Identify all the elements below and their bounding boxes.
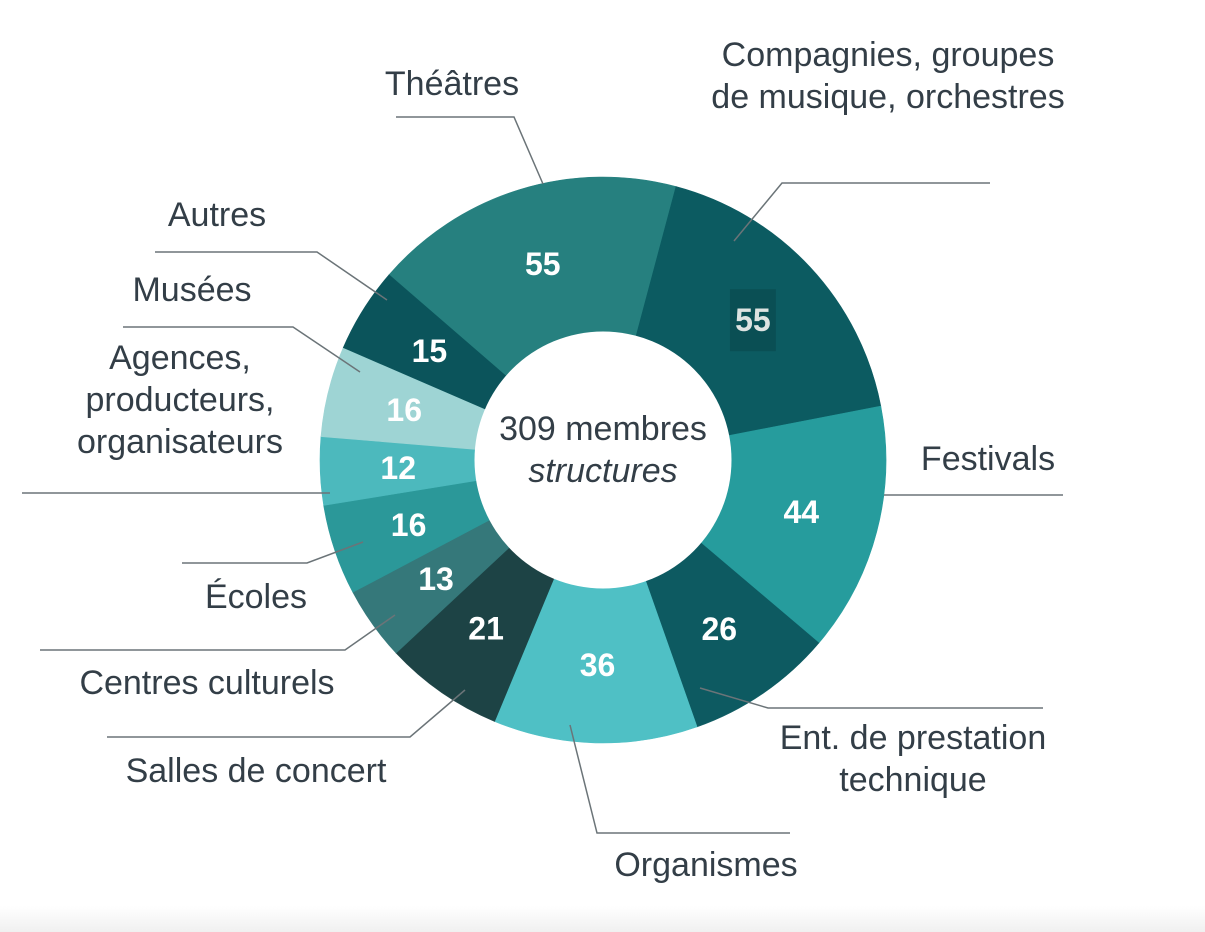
value-label-theatres: 55 <box>525 246 561 282</box>
donut-hole <box>474 331 732 589</box>
label-compagnies-line1: Compagnies, groupes <box>722 36 1055 74</box>
center-structures-label: structures <box>528 452 677 490</box>
value-label-compagnies: 55 <box>735 302 771 338</box>
value-label-ent_prestation: 26 <box>702 611 738 647</box>
label-organismes: Organismes <box>614 846 797 884</box>
value-label-agences: 12 <box>380 450 416 486</box>
label-theatres: Théâtres <box>385 65 519 103</box>
label-agences-line3: organisateurs <box>77 423 283 461</box>
value-label-festivals: 44 <box>784 494 820 530</box>
leader-line-salles <box>107 689 466 738</box>
leader-line-autres <box>155 251 388 301</box>
value-label-salles: 21 <box>468 610 504 646</box>
value-label-musees: 16 <box>386 392 422 428</box>
label-ecoles: Écoles <box>205 578 307 616</box>
value-highlight-box-compagnies <box>729 289 776 352</box>
value-label-centres: 13 <box>418 561 454 597</box>
label-compagnies-line2: de musique, orchestres <box>711 78 1064 116</box>
leader-line-organismes <box>569 724 790 834</box>
label-salles: Salles de concert <box>126 752 387 790</box>
leader-line-ent-prestation <box>699 687 1043 709</box>
slice-value-labels: 55 55 44 26 36 21 13 16 12 16 15 <box>380 246 819 683</box>
label-autres: Autres <box>168 196 266 234</box>
label-centres: Centres culturels <box>79 664 334 702</box>
value-label-autres: 15 <box>412 333 448 369</box>
leader-line-ecoles <box>182 541 364 564</box>
value-label-organismes: 36 <box>580 647 616 683</box>
slice-organismes <box>494 459 698 744</box>
label-agences-line2: producteurs, <box>86 381 275 419</box>
callout-labels: Théâtres Compagnies, groupes de musique,… <box>77 36 1065 884</box>
label-festivals: Festivals <box>921 440 1055 478</box>
leader-lines <box>22 116 1063 834</box>
label-agences-line1: Agences, <box>109 339 251 377</box>
leader-line-musees <box>123 326 361 373</box>
leader-line-centres <box>40 614 396 651</box>
leader-line-compagnies <box>733 182 990 242</box>
label-musees: Musées <box>132 271 251 309</box>
label-ent-line1: Ent. de prestation <box>780 719 1047 757</box>
leader-line-theatres <box>396 116 544 185</box>
center-labels: 309 membres structures <box>499 410 707 490</box>
page-bottom-edge <box>0 906 1205 932</box>
value-label-ecoles: 16 <box>391 507 427 543</box>
label-ent-line2: technique <box>839 761 986 799</box>
center-total-label: 309 membres <box>499 410 707 448</box>
